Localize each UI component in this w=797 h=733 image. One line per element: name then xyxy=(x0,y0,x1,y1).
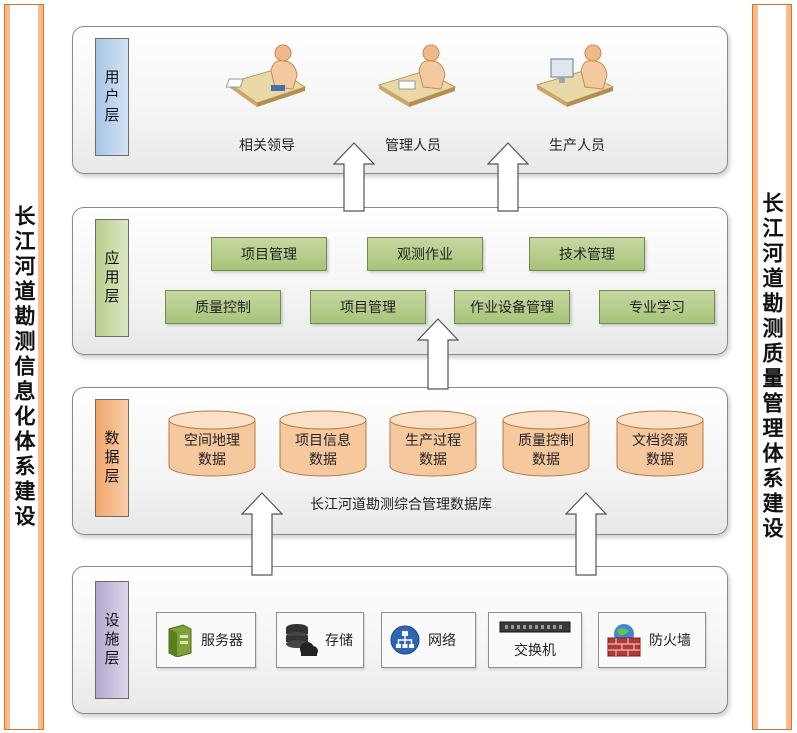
app-box-tech-mgmt: 技术管理 xyxy=(529,237,645,271)
infra-label-switch: 交换机 xyxy=(514,643,556,659)
database-cylinder-icon xyxy=(389,410,477,477)
arrow-up-icon xyxy=(241,492,283,576)
database-cylinder-icon xyxy=(168,410,256,477)
database-quality: 质量控制数据 xyxy=(502,410,590,478)
infra-item-switch: 交换机 xyxy=(488,612,582,668)
user-layer: 用户层 相关领导 管理人员 生产人员 xyxy=(72,26,728,174)
app-box-professional-study: 专业学习 xyxy=(599,290,715,324)
user-layer-label: 用户层 xyxy=(95,38,129,156)
database-label-line1: 空间地理 xyxy=(184,433,240,449)
arrow-up-icon xyxy=(487,142,529,212)
worker-figure-icon xyxy=(535,44,615,107)
arrow-up-icon xyxy=(333,142,375,212)
database-project-info: 项目信息数据 xyxy=(279,410,367,478)
database-documents: 文档资源数据 xyxy=(616,410,704,478)
infra-label-firewall: 防火墙 xyxy=(649,633,691,649)
infra-item-server: 服务器 xyxy=(156,612,256,668)
infra-layer-label: 设施层 xyxy=(95,581,129,699)
app-box-project-mgmt-2: 项目管理 xyxy=(310,290,426,324)
database-label-line2: 数据 xyxy=(419,452,447,468)
app-layer: 应用层 项目管理 观测作业 技术管理 质量控制 项目管理 作业设备管理 专业学习 xyxy=(72,207,728,355)
database-label-line1: 项目信息 xyxy=(295,433,351,449)
left-banner: 长江河道勘测信息化体系建设 xyxy=(4,4,44,730)
infra-item-storage: 存储 xyxy=(276,612,364,668)
left-banner-text: 长江河道勘测信息化体系建设 xyxy=(12,204,36,530)
database-label-line1: 文档资源 xyxy=(632,433,688,449)
infra-label-storage: 存储 xyxy=(325,633,353,649)
app-box-quality-control: 质量控制 xyxy=(165,290,281,324)
firewall-icon xyxy=(607,624,641,657)
app-layer-label: 应用层 xyxy=(95,219,129,337)
manager-figure-icon xyxy=(377,44,457,107)
storage-icon xyxy=(286,624,318,656)
infra-item-firewall: 防火墙 xyxy=(598,612,706,668)
app-box-project-mgmt: 项目管理 xyxy=(211,237,327,271)
person-caption-worker: 生产人员 xyxy=(549,138,605,154)
database-label-line2: 数据 xyxy=(198,452,226,468)
database-label-line1: 质量控制 xyxy=(518,433,574,449)
app-box-equipment-mgmt: 作业设备管理 xyxy=(454,290,570,324)
database-cylinder-icon xyxy=(616,410,704,477)
database-label-line1: 生产过程 xyxy=(405,433,461,449)
database-production: 生产过程数据 xyxy=(389,410,477,478)
database-cylinder-icon xyxy=(502,410,590,477)
right-banner: 长江河道勘测质量管理体系建设 xyxy=(752,4,792,730)
database-spatial: 空间地理数据 xyxy=(168,410,256,478)
database-label-line2: 数据 xyxy=(309,452,337,468)
server-icon xyxy=(168,624,192,657)
leader-figure-icon xyxy=(225,44,307,107)
database-caption: 长江河道勘测综合管理数据库 xyxy=(310,497,492,513)
database-label-line2: 数据 xyxy=(646,452,674,468)
data-layer-label: 数据层 xyxy=(95,399,129,517)
switch-icon xyxy=(499,621,571,633)
infra-label-network: 网络 xyxy=(428,633,456,649)
person-caption-manager: 管理人员 xyxy=(385,138,441,154)
database-cylinder-icon xyxy=(279,410,367,477)
right-banner-text: 长江河道勘测质量管理体系建设 xyxy=(760,192,784,542)
arrow-up-icon xyxy=(565,492,607,576)
infra-label-server: 服务器 xyxy=(201,633,243,649)
arrow-up-icon xyxy=(417,318,459,390)
database-label-line2: 数据 xyxy=(532,452,560,468)
network-icon xyxy=(390,625,420,655)
infra-item-network: 网络 xyxy=(381,612,476,668)
app-box-observation: 观测作业 xyxy=(367,237,483,271)
person-caption-leader: 相关领导 xyxy=(239,138,295,154)
